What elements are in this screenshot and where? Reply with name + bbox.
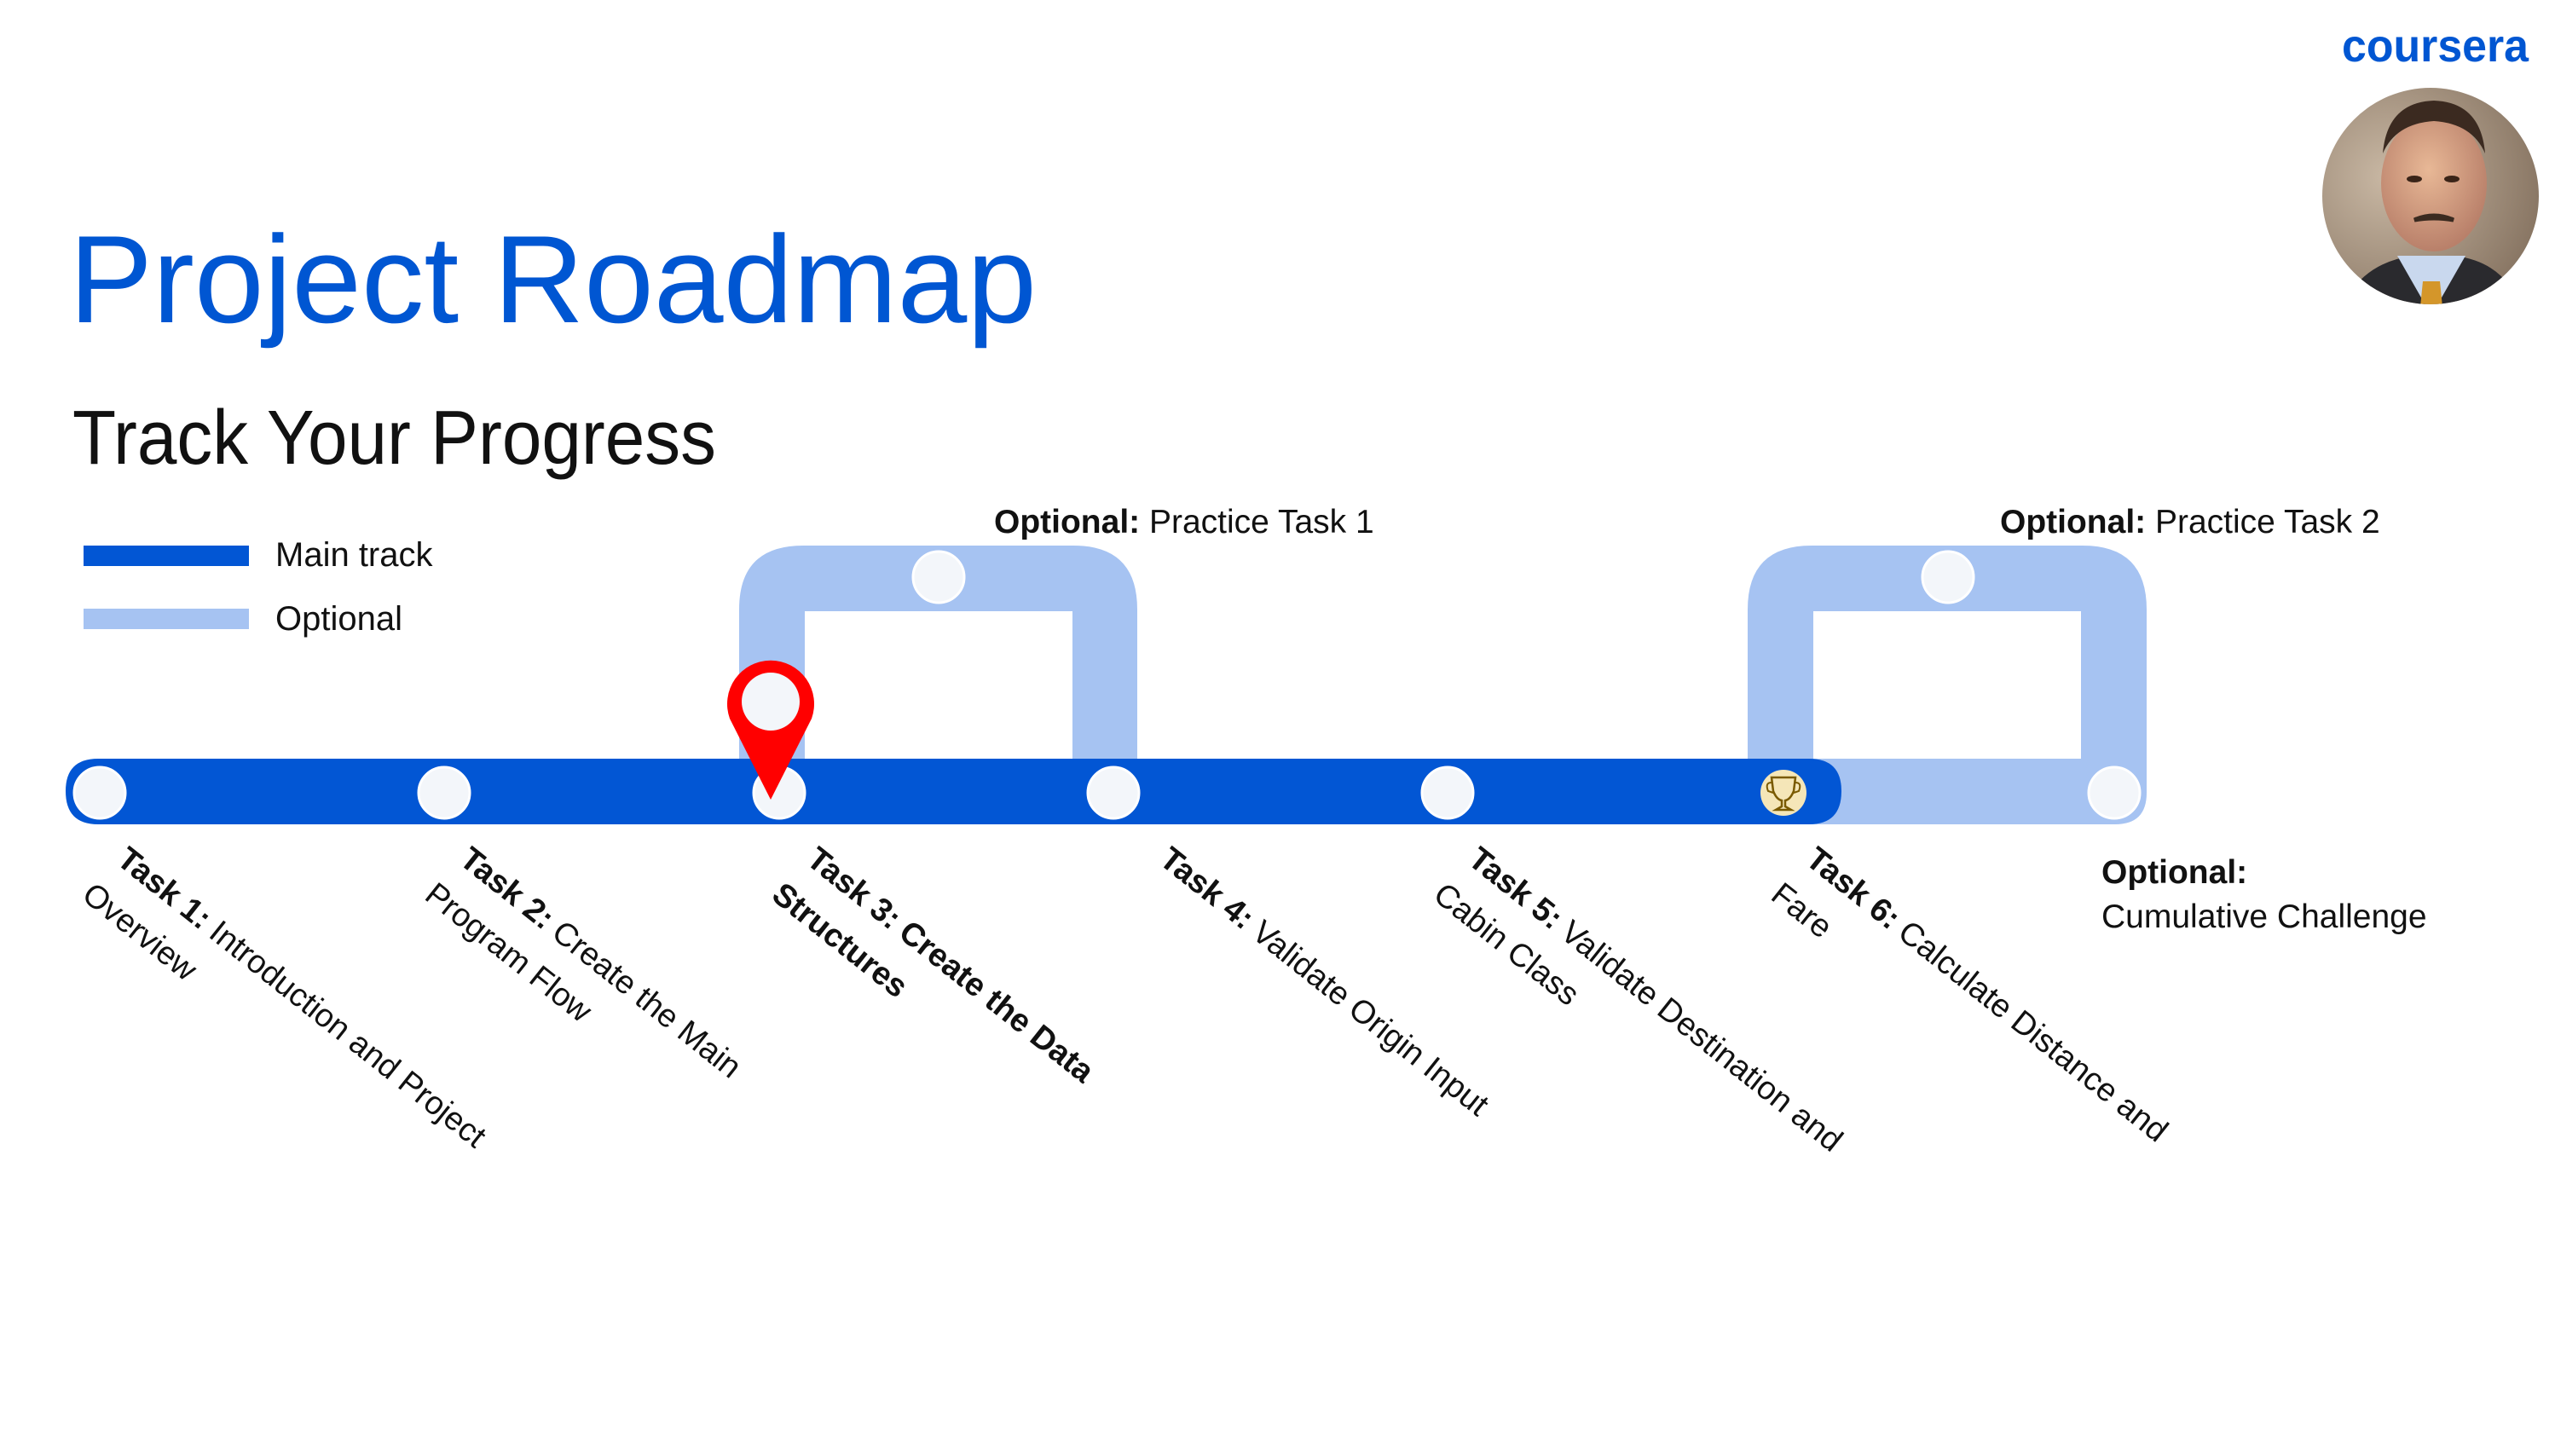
optional-task-name: Practice Task 2 [2155,504,2380,540]
task-3-label[interactable]: Task 3:Create the DataStructures [766,837,1101,1129]
task-title-line1: Calculate Distance and [1892,914,2175,1149]
optional-prefix: Optional: [2000,504,2146,540]
cumulative-challenge-node[interactable] [2087,766,2142,820]
optional-loop-2 [1748,546,2147,793]
optional-task-2-node[interactable] [1921,550,1975,604]
optional-task-1-label: Optional: Practice Task 1 [994,504,1374,540]
optional-prefix: Optional: [994,504,1140,540]
svg-text:Task 3:Create the DataStructur: Task 3:Create the DataStructures [766,837,1101,1129]
legend-main-swatch [84,546,249,566]
task-5-node[interactable] [1420,766,1475,820]
optional-task-1-node[interactable] [911,550,966,604]
legend-main-label: Main track [275,536,433,574]
optional-task-name: Practice Task 1 [1149,504,1374,540]
map-pin-icon [726,660,814,800]
coursera-logo: coursera [2342,20,2529,72]
task-4-node[interactable] [1086,766,1141,820]
page-title: Project Roadmap [69,210,1037,349]
optional-task-2-label: Optional: Practice Task 2 [2000,504,2380,540]
task-title-line1: Validate Origin Input [1246,914,1496,1124]
legend-optional-swatch [84,609,249,629]
legend: Main track Optional [84,536,433,638]
main-track [66,759,1841,824]
cumulative-label: Cumulative Challenge [2101,898,2427,935]
task-2-node[interactable] [417,766,471,820]
task-1-node[interactable] [72,766,127,820]
optional-loop-1 [739,546,1137,793]
instructor-avatar [2322,88,2539,304]
task-title-line1: Validate Destination and [1554,914,1849,1159]
task-prefix: Task 4: [1153,841,1260,937]
svg-text:Task 2:Create the MainProgram: Task 2:Create the MainProgram Flow [419,837,749,1124]
task-title-line1: Introduction and Project [203,914,494,1155]
trophy-icon [1760,770,1806,816]
optional-track-extension [1790,759,2147,824]
page-subtitle: Track Your Progress [72,396,716,481]
task-title-line1: Create the Data [893,914,1101,1090]
legend-optional-label: Optional [275,600,402,638]
task-2-label[interactable]: Task 2:Create the MainProgram Flow [419,837,749,1124]
cumulative-prefix: Optional: [2101,854,2247,891]
